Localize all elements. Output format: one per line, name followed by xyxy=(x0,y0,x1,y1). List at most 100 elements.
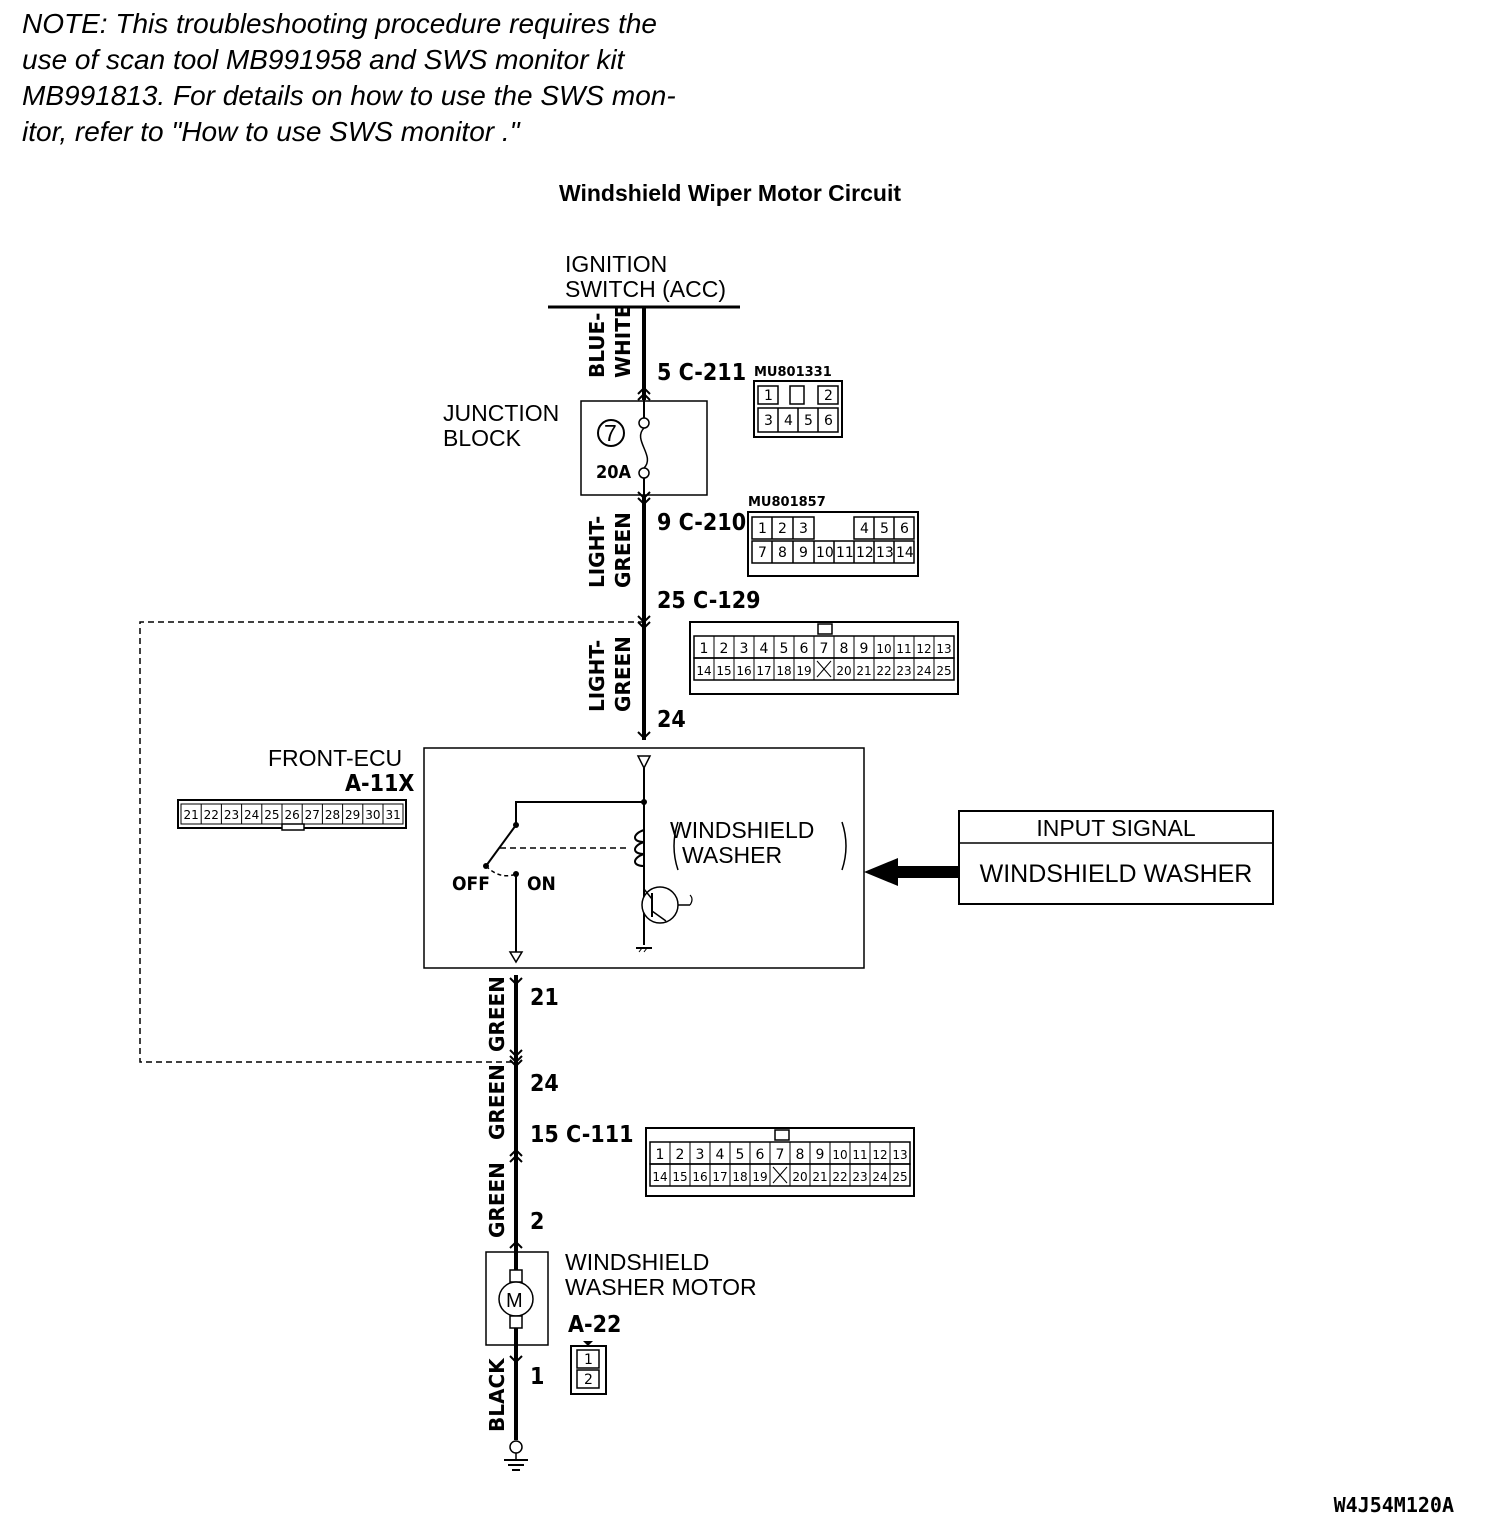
c211-pin: 4 xyxy=(784,413,793,429)
c210-pin: 4 xyxy=(860,521,869,537)
c111-pin: 12 xyxy=(872,1148,887,1162)
bracket-left xyxy=(673,821,679,871)
switch-travel xyxy=(485,865,517,877)
c210-pin: 8 xyxy=(778,545,787,561)
switch-on-label: ON xyxy=(527,873,556,895)
c129-pin: 10 xyxy=(876,642,891,656)
wire-color-light: LIGHT- xyxy=(585,516,609,588)
wire-color-green: GREEN xyxy=(485,1162,509,1238)
c129-pin: 4 xyxy=(760,641,769,657)
motor-brush-bottom xyxy=(509,1315,523,1329)
troubleshooting-note: NOTE: This troubleshooting procedure req… xyxy=(22,8,676,147)
c210-pin: 2 xyxy=(778,521,787,537)
motor-icon-letter: M xyxy=(506,1290,523,1312)
front-ecu-pin: 24 xyxy=(244,808,259,822)
ground-icon xyxy=(636,947,652,953)
c111-pin: 23 xyxy=(852,1170,867,1184)
front-ecu-connector-face xyxy=(177,799,407,831)
c129-pin: 17 xyxy=(756,664,771,678)
c210-label: 9 C-210 xyxy=(657,510,746,536)
c129-pin: 12 xyxy=(916,642,931,656)
c111-pin: 18 xyxy=(732,1170,747,1184)
c111-pin: 11 xyxy=(852,1148,867,1162)
c111-pin: 10 xyxy=(832,1148,847,1162)
c111-pin: 6 xyxy=(756,1147,765,1163)
wire-color-light: LIGHT- xyxy=(585,640,609,712)
c129-pin: 2 xyxy=(720,641,729,657)
wire-color-green: GREEN xyxy=(485,976,509,1052)
fuse-amp: 20A xyxy=(596,462,632,483)
a22-pin: 2 xyxy=(584,1372,593,1388)
c129-pin: 18 xyxy=(776,664,791,678)
c211-pin: 3 xyxy=(764,413,773,429)
wire-color-blue: BLUE- xyxy=(585,313,609,378)
fuse-symbol xyxy=(638,400,650,496)
c210-pin: 7 xyxy=(758,545,767,561)
c210-pin: 9 xyxy=(799,545,808,561)
c111-pin: 5 xyxy=(736,1147,745,1163)
c111-pin: 15 xyxy=(672,1170,687,1184)
ecu-washer-label-1: WINDSHIELD xyxy=(670,817,814,843)
wire-color-black: BLACK xyxy=(485,1357,509,1432)
front-ecu-pin: 26 xyxy=(284,808,299,822)
c129-pin: 20 xyxy=(836,664,851,678)
front-ecu-name: FRONT-ECU xyxy=(268,745,402,771)
c111-pin: 14 xyxy=(652,1170,667,1184)
fuse-number-circle xyxy=(597,419,625,447)
input-arrow xyxy=(864,858,958,886)
c111-pin: 7 xyxy=(776,1147,785,1163)
c129-pin: 7 xyxy=(820,641,829,657)
connector-mark-c210 xyxy=(637,491,651,506)
input-signal-value: WINDSHIELD WASHER xyxy=(980,860,1253,888)
c210-connector-face xyxy=(747,511,919,577)
pin-24-bottom: 24 xyxy=(530,1071,559,1097)
c111-connector-face xyxy=(645,1127,915,1197)
c111-pin: 3 xyxy=(696,1147,705,1163)
c129-pin: 6 xyxy=(800,641,809,657)
bracket-right xyxy=(841,821,847,871)
pin-1: 1 xyxy=(530,1364,544,1390)
front-ecu-pin: 25 xyxy=(264,808,279,822)
c210-pin: 3 xyxy=(799,521,808,537)
connector-marks-green xyxy=(509,977,523,1364)
input-signal-box xyxy=(958,810,1274,905)
c129-pin: 15 xyxy=(716,664,731,678)
a22-pin: 1 xyxy=(584,1352,593,1368)
c111-pin: 8 xyxy=(796,1147,805,1163)
c111-pin: 9 xyxy=(816,1147,825,1163)
c111-pin: 17 xyxy=(712,1170,727,1184)
c129-pin: 25 xyxy=(936,664,951,678)
c129-pin: 16 xyxy=(736,664,751,678)
c129-pin: 14 xyxy=(696,664,711,678)
c210-pin: 14 xyxy=(896,545,914,561)
front-ecu-pin: 28 xyxy=(325,808,340,822)
c211-label: 5 C-211 xyxy=(657,360,746,386)
front-ecu-box xyxy=(423,747,865,969)
pin-24-top: 24 xyxy=(657,707,686,733)
c210-pin: 11 xyxy=(836,545,854,561)
ecu-washer-label-2: WASHER xyxy=(682,842,782,868)
c210-part-number: MU801857 xyxy=(748,495,826,510)
c211-pin: 6 xyxy=(824,413,833,429)
c129-pin: 21 xyxy=(856,664,871,678)
c111-pin: 21 xyxy=(812,1170,827,1184)
c111-pin: 24 xyxy=(872,1170,887,1184)
c210-pin: 1 xyxy=(758,521,767,537)
c129-pin: 9 xyxy=(860,641,869,657)
c129-pin: 8 xyxy=(840,641,849,657)
front-ecu-pin: 22 xyxy=(204,808,219,822)
c129-pin: 23 xyxy=(896,664,911,678)
figure-code: W4J54M120A xyxy=(1333,1493,1454,1517)
washer-motor-label-2: WASHER MOTOR xyxy=(565,1274,757,1300)
c211-part-number: MU801331 xyxy=(754,365,832,380)
c210-pin: 6 xyxy=(900,521,909,537)
c129-label: 25 C-129 xyxy=(657,588,761,614)
pin-mark xyxy=(637,731,651,740)
c111-pin: 19 xyxy=(752,1170,767,1184)
front-ecu-pin: 31 xyxy=(385,808,400,822)
c111-pin: 13 xyxy=(892,1148,907,1162)
front-ecu-pin: 27 xyxy=(305,808,320,822)
c129-pin: 11 xyxy=(896,642,911,656)
